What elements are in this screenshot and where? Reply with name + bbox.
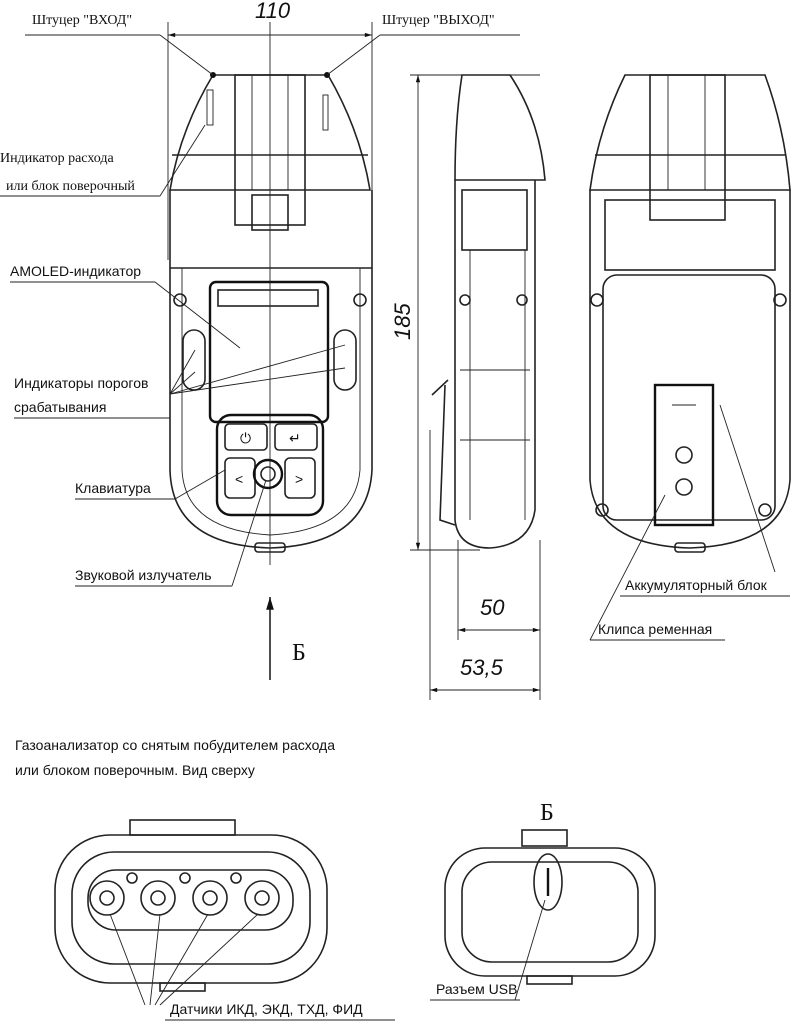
power-button[interactable] (224, 423, 268, 451)
side-view: 185 50 53,5 (390, 74, 546, 700)
device-body (169, 190, 373, 549)
belt-clip-side (439, 384, 456, 526)
label-usb: Разъем USB (436, 981, 517, 997)
label-inlet: Штуцер "ВХОД" (32, 13, 132, 28)
flow-unit-cap (169, 74, 371, 191)
label-keyboard: Клавиатура (75, 480, 151, 496)
threshold-indicator-left (182, 329, 206, 391)
label-amoled: AMOLED-индикатор (10, 263, 141, 279)
dimension-height-value: 185 (390, 303, 415, 340)
dimension-width-value: 110 (255, 0, 291, 23)
label-top-view-2: или блоком поверочным. Вид сверху (15, 762, 255, 778)
view-b-marker: Б (292, 640, 306, 666)
belt-clip (653, 383, 715, 527)
device-bottom-outline (444, 847, 656, 977)
keypad (215, 413, 325, 517)
view-b: Б Разъем USB (430, 800, 656, 1001)
center-button[interactable] (252, 458, 284, 490)
label-threshold-2: срабатывания (14, 399, 106, 415)
usb-port (533, 853, 563, 911)
buzzer (254, 542, 286, 553)
back-view: Аккумуляторный блок Клипса ременная (589, 74, 791, 641)
cap-latch (234, 74, 306, 226)
top-view: Газоанализатор со снятым побудителем рас… (15, 737, 395, 1021)
sensor-3 (192, 880, 228, 916)
label-battery: Аккумуляторный блок (625, 577, 768, 593)
enter-button[interactable] (274, 423, 318, 451)
chevron-right-icon: > (295, 471, 303, 487)
sensor-4 (244, 880, 280, 916)
label-flow-indicator-2: или блок поверочный (6, 179, 135, 194)
label-outlet: Штуцер "ВЫХОД" (382, 13, 495, 28)
view-b-title: Б (540, 800, 554, 826)
enter-icon: ↵ (289, 430, 301, 446)
label-flow-indicator-1: Индикатор расхода (0, 151, 115, 166)
amoled-display (208, 280, 330, 424)
dimension-depth-body-value: 50 (480, 595, 505, 620)
front-view: 110 ⏻ ↵ < > Б (167, 0, 373, 680)
right-button[interactable] (284, 457, 316, 499)
power-icon: ⏻ (240, 430, 251, 446)
label-sensors: Датчики ИКД, ЭКД, ТХД, ФИД (170, 1001, 363, 1017)
sensor-2 (140, 880, 176, 916)
sensor-1 (89, 880, 125, 916)
dimension-depth-total-value: 53,5 (460, 655, 504, 680)
front-labels: Штуцер "ВХОД" Штуцер "ВЫХОД" Индикатор р… (0, 13, 520, 587)
label-top-view-1: Газоанализатор со снятым побудителем рас… (15, 737, 335, 753)
label-threshold-1: Индикаторы порогов (14, 375, 148, 391)
battery-block (602, 274, 776, 521)
threshold-indicator-right (333, 329, 357, 391)
label-buzzer: Звуковой излучатель (75, 567, 212, 583)
label-clip: Клипса ременная (598, 621, 712, 637)
chevron-left-icon: < (235, 471, 243, 487)
